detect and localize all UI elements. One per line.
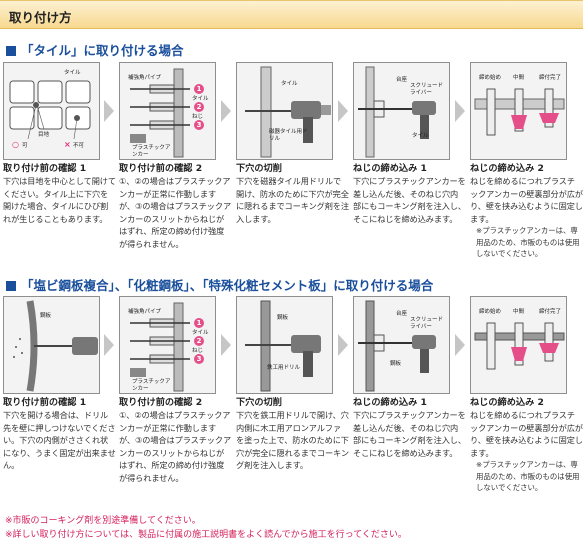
number-3-badge: 3 — [194, 354, 204, 364]
s1-illustration-anchor-cases: 補強角パイプ 1 2 3 タイル ねじ プラスチックアンカー — [119, 62, 216, 160]
anchor-cases-icon — [130, 302, 190, 392]
s1-illustration-drilling: タイル 磁器タイル用ドリル — [236, 62, 333, 160]
s2-illustration-drill-tip: 鋼板 — [3, 296, 100, 394]
footer-note-2: ※詳しい取り付け方については、製品に付属の施工説明書をよく読んでから施工を行って… — [5, 530, 407, 540]
anchor-expand-icon — [474, 322, 565, 370]
footer-note-1: ※市販のコーキング剤を別途準備してください。 — [5, 516, 201, 526]
drill-icon — [245, 300, 321, 392]
section1-title: 「タイル」に取り付ける場合 — [6, 40, 184, 59]
arrow-right-icon — [455, 100, 465, 122]
s1-illustration-anchor-expand: 締め始め 中間 締付完了 — [470, 62, 567, 160]
s1-step-2: 取り付け前の確認 2 ①、②の場合はプラスチックアンカーが正常に作動しますが、③… — [119, 163, 232, 249]
section2-title: 「塩ビ鋼板複合」、「化粧鋼板」、「特殊化粧セメント板」に取り付ける場合 — [6, 275, 433, 294]
number-2-badge: 2 — [194, 336, 204, 346]
square-bullet-icon — [6, 281, 16, 291]
s1-step-3: 下穴の切削 下穴を磁器タイル用ドリルで開け、防水のために下穴が完全に隠れるまでコ… — [236, 163, 349, 224]
s2-step-3: 下穴の切削 下穴を鉄工用ドリルで開け、穴内側に木工用アロンアルファを塗った上で、… — [236, 397, 349, 471]
s2-illustration-anchor-cases: 補強角パイプ 1 2 3 タイル ねじ プラスチックアンカー — [119, 296, 216, 394]
anchor-expand-icon — [474, 88, 565, 136]
s2-step-4: ねじの締め込み 1 下穴にプラスチックアンカーを差し込んだ後、そのねじ穴内部にも… — [353, 397, 466, 458]
number-1-badge: 1 — [194, 84, 204, 94]
number-1-badge: 1 — [194, 318, 204, 328]
s1-step-4: ねじの締め込み 1 下穴にプラスチックアンカーを差し込んだ後、そのねじ穴内部にも… — [353, 163, 466, 224]
arrow-right-icon — [338, 334, 348, 356]
header-bar: 取り付け方 — [0, 0, 583, 29]
ng-mark-icon: × — [64, 140, 71, 149]
s1-illustration-screw-in: 台座 スクリュードライバー タイル — [353, 62, 450, 160]
number-3-badge: 3 — [194, 120, 204, 130]
drill-icon — [245, 66, 331, 158]
arrow-right-icon — [221, 334, 231, 356]
page-title: 取り付け方 — [9, 10, 72, 25]
arrow-right-icon — [455, 334, 465, 356]
s2-step-2: 取り付け前の確認 2 ①、②の場合はプラスチックアンカーが正常に作動しますが、③… — [119, 397, 232, 483]
s1-illustration-tile-grid: タイル ○ 可 目地 × 不可 — [3, 62, 100, 160]
s2-step-5: ねじの締め込み 2 ねじを締めるにつれプラスチックアンカーの壁裏部分が広がり、壁… — [470, 397, 583, 492]
square-bullet-icon — [6, 46, 16, 56]
arrow-right-icon — [104, 334, 114, 356]
number-2-badge: 2 — [194, 102, 204, 112]
arrow-right-icon — [221, 100, 231, 122]
arrow-right-icon — [104, 100, 114, 122]
s2-step-1: 取り付け前の確認 1 下穴を開ける場合は、ドリル先を壁に押しつけないでください。… — [3, 397, 116, 471]
screwdriver-icon — [358, 66, 436, 158]
s2-illustration-anchor-expand: 締め始め 中間 締付完了 — [470, 296, 567, 394]
s1-step-1: 取り付け前の確認 1 下穴は目地を中心として開けてください。タイル上に下穴を開け… — [3, 163, 116, 224]
s1-step-5: ねじの締め込み 2 ねじを締めるにつれプラスチックアンカーの壁裏部分が広がり、壁… — [470, 163, 583, 258]
tile-grid-icon — [9, 80, 91, 140]
anchor-cases-icon — [130, 68, 190, 158]
arrow-right-icon — [338, 100, 348, 122]
screwdriver-icon — [358, 300, 436, 392]
s2-illustration-drilling: 鋼板 鉄工用ドリル — [236, 296, 333, 394]
s2-illustration-screw-in: 台座 スクリュードライバー 鋼板 — [353, 296, 450, 394]
drill-tip-icon — [13, 300, 98, 392]
ok-mark-icon: ○ — [12, 140, 19, 149]
